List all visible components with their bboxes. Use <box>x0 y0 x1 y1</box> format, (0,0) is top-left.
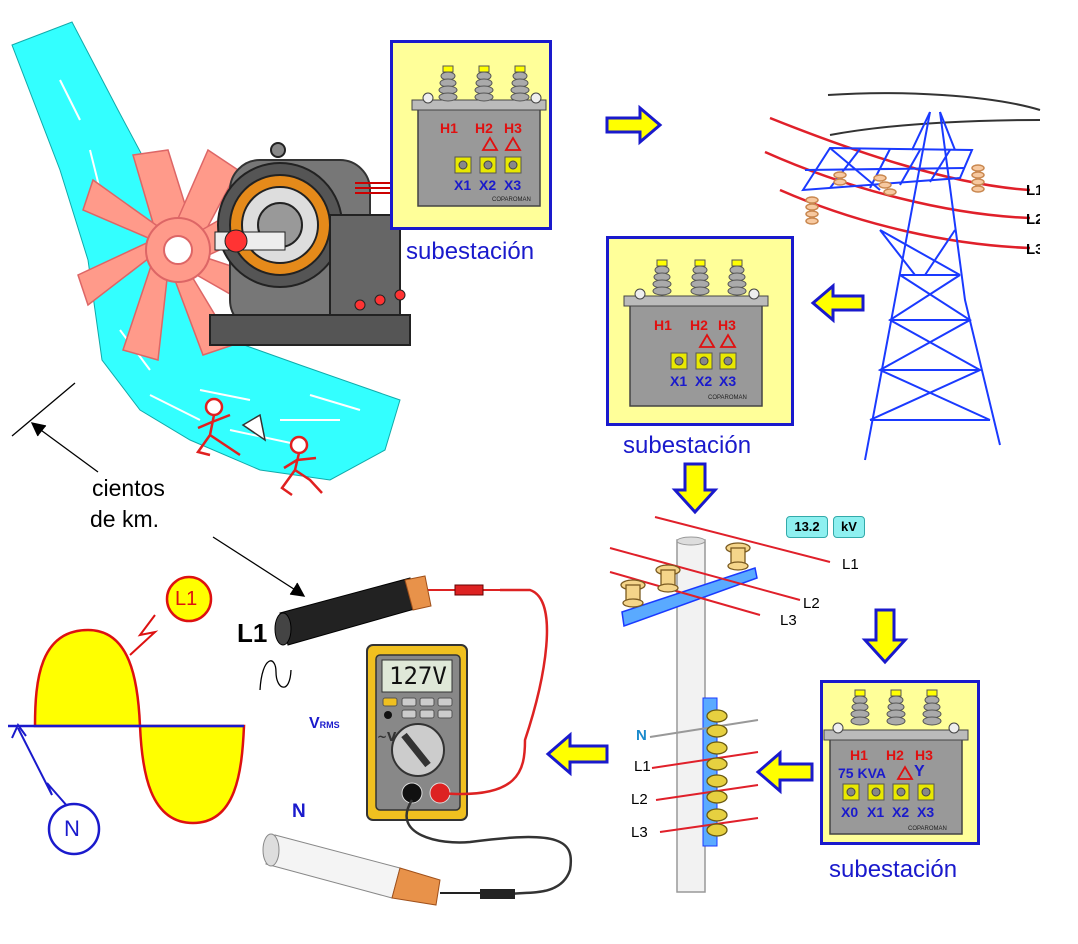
phase-cable-label: L1 <box>237 618 268 648</box>
distribution-pole <box>609 516 831 893</box>
arrow-left-icon <box>545 731 609 777</box>
arrow-down-icon <box>861 608 909 665</box>
pole-line-l1: L1 <box>842 556 859 573</box>
tower-line-labels: L1 L2 L3 <box>1022 176 1040 266</box>
t3-h3-label: H3 <box>915 747 933 763</box>
t1-h1-label: H1 <box>440 120 458 136</box>
t1-h2-label: H2 <box>475 120 493 136</box>
t3-rating: 75 KVA <box>838 765 886 781</box>
secondary-l2: L2 <box>631 791 648 808</box>
arrow-left-icon <box>810 282 865 324</box>
t3-h2-label: H2 <box>886 747 904 763</box>
phase-cable <box>274 575 432 646</box>
stick-figures <box>195 397 323 497</box>
t2-h1-label: H1 <box>654 317 672 333</box>
flow-arrows <box>545 104 909 795</box>
t2-h2-label: H2 <box>690 317 708 333</box>
distance-arrows <box>11 382 306 597</box>
t3-x3-label: X3 <box>917 804 935 820</box>
secondary-l3: L3 <box>631 824 648 841</box>
distance-note-line1: cientos <box>92 475 165 501</box>
multimeter: ~V <box>366 644 468 821</box>
t3-brand: COPAROMAN <box>908 826 947 832</box>
vrms-label: VRMS <box>309 716 340 732</box>
arrow-left-icon <box>755 749 814 795</box>
t1-brand: COPAROMAN <box>492 197 531 203</box>
neutral-circle <box>47 802 101 856</box>
t1-x1-label: X1 <box>454 177 472 193</box>
transmission-tower <box>764 92 1041 461</box>
tower-line-l1: L1 <box>1026 182 1040 199</box>
substation-caption-1: subestación <box>406 238 535 265</box>
pole-line-l3: L3 <box>780 612 797 629</box>
t1-x2-label: X2 <box>479 177 497 193</box>
tower-line-l2: L2 <box>1026 211 1040 228</box>
pole-line-l2: L2 <box>803 595 820 612</box>
t3-x2-label: X2 <box>892 804 910 820</box>
sine-wave <box>8 614 246 825</box>
arrow-right-icon <box>605 104 663 146</box>
t1-x3-label: X3 <box>504 177 522 193</box>
t2-h3-label: H3 <box>718 317 736 333</box>
arrow-down-icon <box>671 462 719 515</box>
generator <box>209 142 411 346</box>
probe-leads <box>405 584 573 899</box>
ac-wave-icon <box>259 660 292 691</box>
meter-reading: 127V <box>389 662 447 690</box>
waveform-neutral-label: N <box>64 816 80 841</box>
t3-x1-label: X1 <box>867 804 885 820</box>
t2-brand: COPAROMAN <box>708 395 747 401</box>
t2-x3-label: X3 <box>719 373 737 389</box>
tower-insulators <box>805 164 985 225</box>
svg-text:~V: ~V <box>377 730 397 744</box>
substation-caption-3: subestación <box>829 856 958 883</box>
vrms-sub: RMS <box>319 720 340 730</box>
neutral-cable <box>262 833 441 906</box>
substation-caption-2: subestación <box>623 432 752 459</box>
t3-x0-label: X0 <box>841 804 859 820</box>
tower-line-l3: L3 <box>1026 241 1040 258</box>
waveform-phase-label: L1 <box>175 588 198 610</box>
vrms-main: V <box>309 715 320 732</box>
secondary-l1: L1 <box>634 758 651 775</box>
neutral-cable-label: N <box>292 801 306 822</box>
t1-h3-label: H3 <box>504 120 522 136</box>
t3-wye-symbol: Y <box>914 763 925 780</box>
voltage-unit-badge: kV <box>833 516 865 538</box>
t2-x1-label: X1 <box>670 373 688 389</box>
t3-h1-label: H1 <box>850 747 868 763</box>
distance-note-line2: de km. <box>90 506 160 532</box>
voltage-value-badge: 13.2 <box>786 516 828 538</box>
secondary-neutral: N <box>636 727 647 744</box>
t2-x2-label: X2 <box>695 373 713 389</box>
phase-circle <box>165 575 213 623</box>
